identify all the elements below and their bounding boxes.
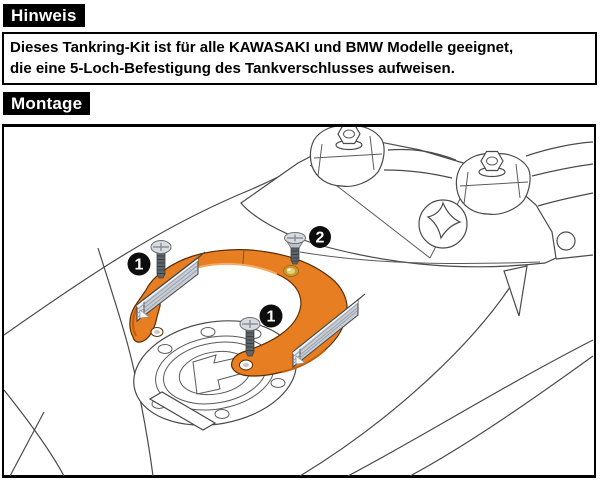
- small-hole-icon: [556, 231, 576, 251]
- hex-bolt-right-icon: [478, 150, 506, 178]
- notice-line-2: die eine 5-Loch-Befestigung des Tankvers…: [10, 60, 455, 77]
- handlebar: [383, 141, 594, 179]
- ring-arm-hole: [239, 359, 253, 371]
- phillips-cross-icon: [242, 320, 258, 328]
- handlebar-clamp-left: [309, 127, 385, 187]
- screw-center: [239, 317, 261, 357]
- rail-block-right: [292, 293, 366, 369]
- trefoil-icon: [426, 201, 462, 240]
- ring-foot-hole: [150, 327, 164, 337]
- phillips-cross-icon: [153, 243, 169, 251]
- phillips-cross-icon: [287, 234, 303, 242]
- hex-bolt-left-icon: [335, 127, 363, 151]
- callout-badge-1-center: 1: [259, 304, 283, 328]
- technical-drawing: 1 1 2: [4, 127, 594, 476]
- countersunk-hole-gold: [283, 265, 299, 277]
- callout-number: 1: [135, 257, 144, 274]
- screw-countersunk: [284, 232, 306, 265]
- notice-box: Dieses Tankring-Kit ist für alle KAWASAK…: [2, 32, 597, 85]
- ring-seam: [242, 248, 245, 265]
- foot-shadow: [132, 306, 138, 337]
- notice-header-label: Hinweis: [11, 6, 77, 25]
- callout-badge-2: 2: [309, 226, 331, 248]
- montage-header: Montage: [3, 92, 91, 115]
- screw-left: [150, 240, 172, 279]
- notice-line-1: Dieses Tankring-Kit ist für alle KAWASAK…: [10, 39, 514, 56]
- notice-header: Hinweis: [3, 4, 85, 27]
- callout-number: 2: [316, 230, 325, 247]
- montage-header-label: Montage: [11, 94, 83, 113]
- flange-tab: [148, 391, 217, 431]
- tank-outline: [4, 165, 594, 476]
- handlebar-clamp-right: [455, 150, 531, 215]
- rail-block-left: [136, 251, 206, 323]
- triangle-marker-icon: [139, 309, 150, 319]
- callout-number: 1: [267, 309, 276, 326]
- triangle-marker-icon: [295, 355, 306, 365]
- callout-badge-1-left: 1: [127, 252, 151, 276]
- diagram-frame: 1 1 2: [2, 124, 596, 478]
